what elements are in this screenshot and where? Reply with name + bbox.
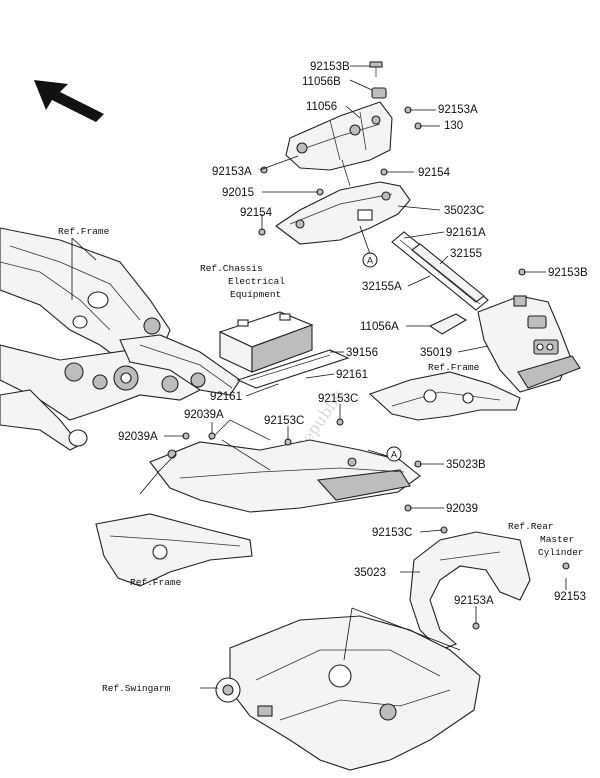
part-label-32155: 32155 [450, 248, 482, 260]
ref-rear-line-1: Ref.Rear [508, 521, 554, 532]
reference-labels: Ref.Frame Ref.Chassis Electrical Equipme… [58, 226, 584, 694]
ref-frame-mid: Ref.Frame [428, 362, 480, 373]
battery-illustration [218, 311, 314, 373]
part-label-92153C-b: 92153C [264, 415, 304, 427]
part-label-92154-right: 92154 [418, 167, 451, 179]
svg-text:A: A [367, 256, 373, 266]
part-label-92153A-left: 92153A [212, 166, 252, 178]
part-label-92039A-a: 92039A [184, 409, 224, 421]
part-label-35019: 35019 [420, 347, 452, 359]
svg-text:A: A [391, 450, 397, 460]
part-label-92153B-right: 92153B [548, 267, 588, 279]
ref-rear-line-3: Cylinder [538, 547, 584, 558]
leader-lines [71, 65, 567, 689]
part-label-92015: 92015 [222, 187, 254, 199]
part-label-32155A: 32155A [362, 281, 402, 293]
part-label-92153C-c: 92153C [372, 527, 412, 539]
battery-pad-39156 [236, 349, 350, 389]
callout-a-bottom: A [386, 446, 402, 462]
ref-chassis-line-1: Ref.Chassis [200, 263, 263, 274]
part-label-92154-left: 92154 [240, 207, 273, 219]
part-label-130: 130 [444, 120, 463, 132]
frame-illustration [0, 227, 241, 451]
clip-11056A [428, 313, 468, 335]
part-label-92161A: 92161A [446, 227, 486, 239]
part-label-35023: 35023 [354, 567, 386, 579]
direction-arrow-icon [34, 80, 104, 122]
part-label-39156: 39156 [346, 347, 378, 359]
ref-frame-top: Ref.Frame [58, 226, 110, 237]
damper-32155 [391, 231, 489, 311]
part-label-92161-b: 92161 [336, 369, 368, 381]
lower-tray-35023B [149, 419, 421, 513]
bolt-92153B-top-icon [369, 61, 383, 77]
part-label-92039: 92039 [446, 503, 478, 515]
part-label-92153B: 92153B [310, 61, 350, 73]
part-label-92153: 92153 [554, 591, 586, 603]
tray-35023C [275, 181, 411, 245]
part-label-11056: 11056 [306, 101, 337, 113]
part-label-35023C: 35023C [444, 205, 484, 217]
tail-unit-35019 [477, 295, 581, 393]
part-label-92153C-a: 92153C [318, 393, 358, 405]
part-label-92153A-bottom: 92153A [454, 595, 494, 607]
part-label-11056A: 11056A [360, 321, 399, 333]
ref-chassis-line-3: Equipment [230, 289, 281, 300]
ref-rear-line-2: Master [540, 534, 574, 545]
swingarm-frame-bottom [215, 615, 481, 771]
callout-a-top: A [362, 252, 378, 268]
ref-frame-bottom: Ref.Frame [130, 577, 182, 588]
ref-swingarm: Ref.Swingarm [102, 683, 171, 694]
part-label-35023B: 35023B [446, 459, 486, 471]
part-label-92161-a: 92161 [210, 391, 242, 403]
ref-chassis-line-2: Electrical [228, 276, 285, 287]
part-label-92153A-top: 92153A [438, 104, 478, 116]
side-panel-35023 [409, 531, 531, 651]
subframe-right [368, 371, 521, 421]
frame-lower-left [95, 513, 253, 587]
upper-bracket-11056 [285, 87, 393, 187]
part-label-92039A-b: 92039A [118, 431, 158, 443]
part-label-11056B: 11056B [302, 76, 341, 88]
part-labels: 92153B 11056B 11056 92153A 130 92153A 92… [118, 61, 588, 607]
